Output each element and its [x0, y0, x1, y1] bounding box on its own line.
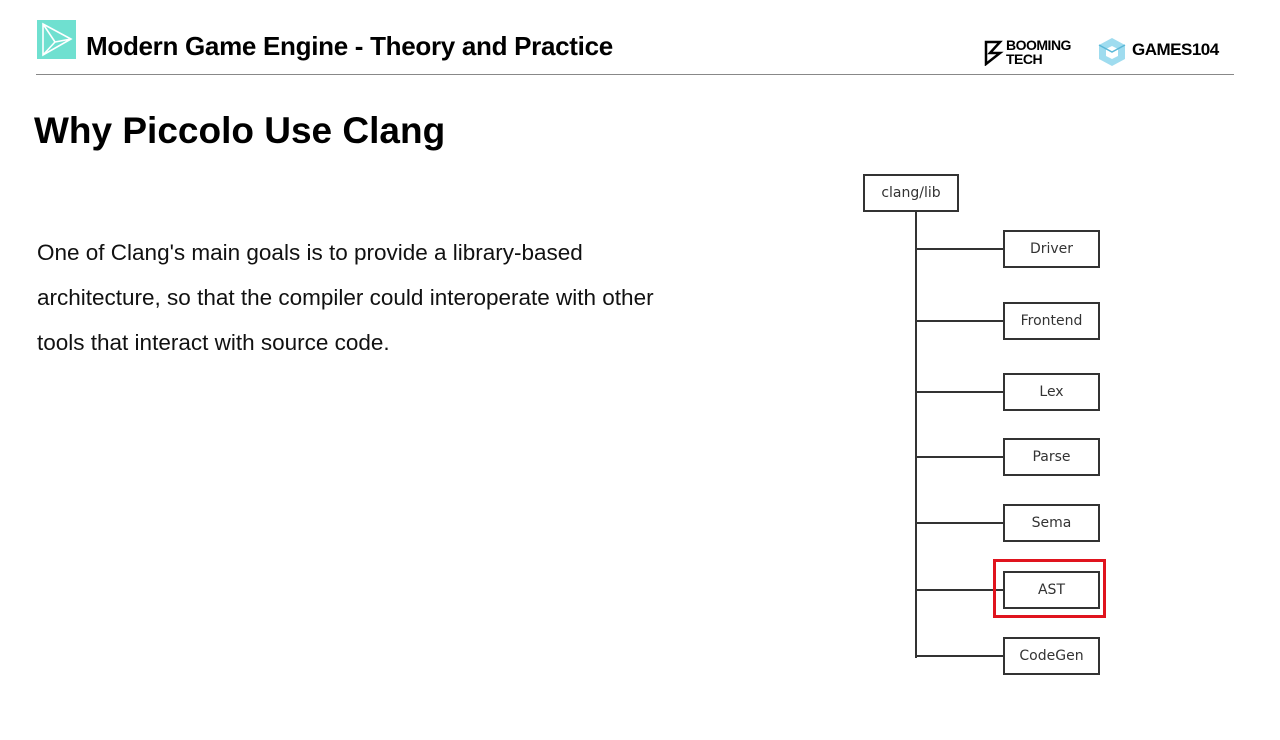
diagram-node-sema: Sema [1003, 504, 1100, 542]
diagram-node-codegen: CodeGen [1003, 637, 1100, 675]
branch-line [916, 391, 1005, 393]
branch-line [916, 589, 1005, 591]
booming-logo-icon [984, 40, 1004, 66]
games-cube-icon [1096, 36, 1128, 73]
header-divider [36, 74, 1234, 75]
tree-trunk-line [915, 211, 917, 658]
branch-line [916, 655, 1005, 657]
branch-line [916, 522, 1005, 524]
branch-line [916, 320, 1005, 322]
header-title: Modern Game Engine - Theory and Practice [86, 31, 613, 61]
slide-body-text: One of Clang's main goals is to provide … [37, 240, 654, 355]
diagram-node-frontend: Frontend [1003, 302, 1100, 340]
branch-line [916, 248, 1005, 250]
tech-text: TECH [1006, 51, 1043, 67]
diagram-node-driver: Driver [1003, 230, 1100, 268]
booming-text: BOOMING [1006, 37, 1071, 53]
course-logo-icon [37, 20, 76, 59]
slide-title: Why Piccolo Use Clang [34, 110, 446, 151]
diagram-node-parse: Parse [1003, 438, 1100, 476]
games104-logo-text: GAMES104 [1132, 40, 1219, 59]
diagram-root-node: clang/lib [863, 174, 959, 212]
branch-line [916, 456, 1005, 458]
diagram-node-lex: Lex [1003, 373, 1100, 411]
ast-highlight-frame [993, 559, 1106, 618]
diagram-node-ast: AST [1003, 571, 1100, 609]
